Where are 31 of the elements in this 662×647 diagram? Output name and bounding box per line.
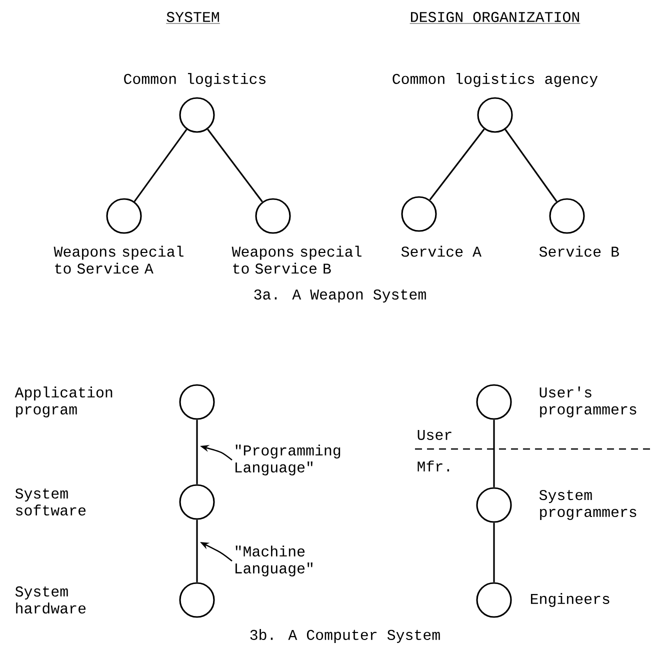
annotation-text: "Programming Language": [236, 444, 340, 476]
node-label: Service B: [539, 246, 619, 257]
connector-line: [493, 522, 495, 582]
annotation-text: "Machine Language": [236, 546, 312, 576]
connector-line: [196, 420, 198, 484]
node-label: System programmers: [539, 490, 636, 520]
node-label: User's programmers: [540, 386, 636, 418]
connector-line: [196, 520, 198, 582]
side-label: System hardware: [15, 586, 86, 614]
node-label: Engineers: [530, 593, 610, 607]
figure-caption: 3b. A Computer System: [250, 629, 440, 643]
circle-node: [179, 384, 215, 420]
side-label: System software: [15, 488, 86, 516]
figure-caption: 3a. A Weapon System: [254, 289, 426, 303]
node-label: Weapons special to Service A: [54, 246, 184, 274]
side-label: Application program: [14, 386, 112, 418]
side-label: Mfr.: [418, 460, 450, 472]
connector-line: [504, 129, 558, 202]
connector-line: [207, 128, 263, 202]
column-heading: SYSTEM: [166, 12, 220, 24]
circle-node: [179, 582, 215, 618]
column-heading: DESIGN ORGANIZATION: [410, 12, 580, 24]
side-label: User: [418, 430, 452, 440]
node-label: Service A: [401, 246, 482, 257]
connector-line: [134, 128, 188, 202]
connector-line: [429, 128, 485, 200]
circle-node: [179, 484, 215, 520]
node-label: Weapons special to Service B: [232, 246, 362, 274]
node-label: Common logistics agency: [392, 73, 598, 87]
connector-line: [493, 420, 495, 488]
node-label: Common logistics: [124, 73, 266, 87]
